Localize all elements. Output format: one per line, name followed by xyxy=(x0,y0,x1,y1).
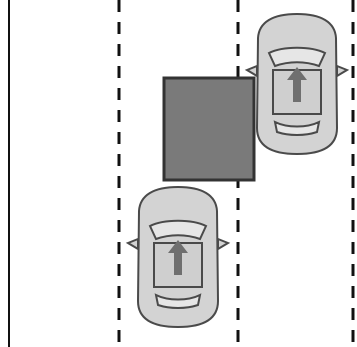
arrow-up-icon xyxy=(168,240,188,275)
leading-car xyxy=(246,13,348,155)
arrow-up-icon xyxy=(287,67,307,102)
host-car xyxy=(127,186,229,328)
detection-zone xyxy=(162,76,256,182)
